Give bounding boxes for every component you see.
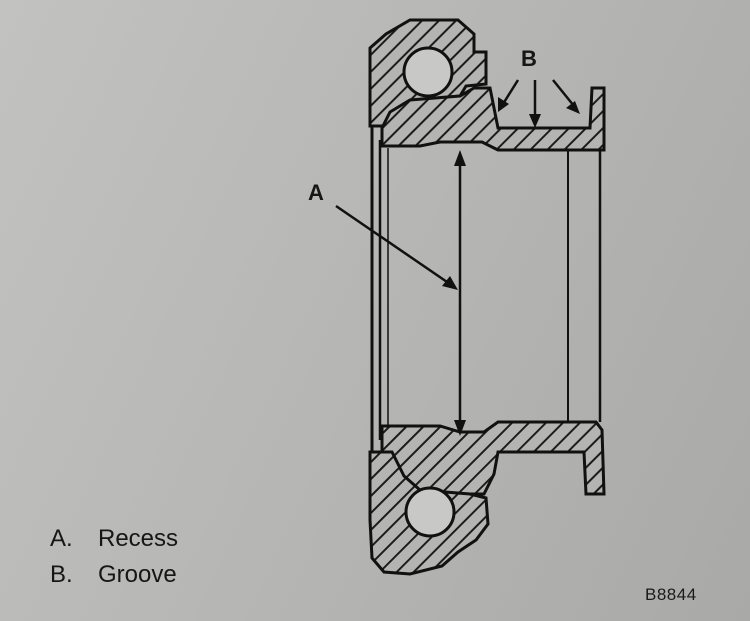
lower-bearing-ball — [404, 486, 456, 538]
dimension-arrow-a — [454, 150, 466, 436]
legend-item: A. Recess — [50, 521, 178, 557]
leader-line-a — [335, 204, 458, 290]
lower-inner-race — [380, 420, 606, 496]
callout-label-b: B — [521, 46, 537, 71]
upper-inner-race — [380, 86, 606, 152]
leader-lines-b — [498, 79, 580, 128]
legend-label: Recess — [98, 525, 179, 552]
legend-key: B. — [50, 561, 73, 588]
legend-key: A. — [50, 525, 73, 552]
legend-item: B. Groove — [50, 557, 178, 593]
figure-id: B8844 — [645, 585, 697, 604]
callout-label-a: A — [308, 180, 324, 205]
legend-label: Groove — [98, 561, 177, 588]
legend: A. Recess B. Groove — [50, 521, 178, 593]
upper-bearing-ball — [402, 46, 454, 98]
